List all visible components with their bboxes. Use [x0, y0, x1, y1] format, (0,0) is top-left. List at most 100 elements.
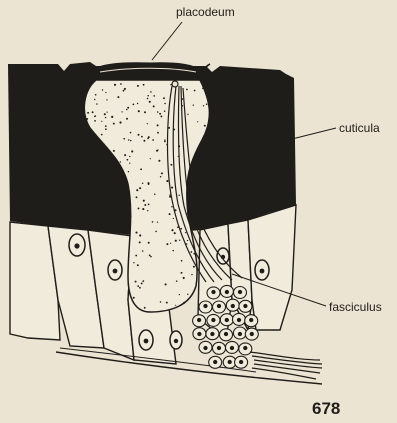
stipple-dot — [157, 149, 158, 150]
stipple-dot — [105, 128, 107, 130]
stipple-dot — [187, 240, 188, 241]
stipple-dot — [153, 95, 155, 97]
stipple-dot — [135, 232, 137, 234]
stipple-dot — [130, 216, 132, 218]
sense-cell-nucleus — [240, 360, 243, 363]
stipple-dot — [126, 109, 128, 111]
sense-cell-nucleus — [225, 290, 228, 293]
stipple-dot — [158, 160, 160, 162]
stipple-dot — [157, 124, 159, 126]
stipple-dot — [183, 277, 185, 279]
stipple-dot — [176, 280, 178, 282]
stipple-dot — [166, 243, 168, 245]
stipple-dot — [141, 136, 143, 138]
sense-cell-nucleus — [211, 332, 214, 335]
stipple-dot — [136, 196, 138, 198]
stipple-dot — [160, 115, 162, 117]
stipple-dot — [152, 221, 154, 223]
stipple-dot — [171, 187, 173, 189]
stipple-dot — [164, 141, 166, 143]
stipple-dot — [193, 253, 195, 255]
stipple-dot — [154, 193, 155, 194]
stipple-dot — [138, 134, 140, 136]
stipple-dot — [139, 187, 141, 189]
stipple-dot — [187, 114, 188, 115]
stipple-dot — [137, 285, 139, 287]
stipple-dot — [181, 272, 183, 274]
stipple-dot — [203, 105, 204, 106]
stipple-dot — [202, 88, 204, 90]
stipple-dot — [123, 138, 125, 140]
stipple-dot — [133, 297, 135, 299]
stipple-dot — [170, 164, 172, 166]
stipple-dot — [157, 111, 159, 113]
stipple-dot — [147, 138, 149, 140]
stipple-dot — [105, 117, 106, 118]
sense-cell-nucleus — [225, 318, 228, 321]
stipple-dot — [96, 103, 98, 105]
stipple-dot — [138, 110, 140, 112]
label-placodeum: placodeum — [176, 5, 235, 19]
stipple-dot — [160, 301, 161, 302]
sense-cell-nucleus — [204, 346, 207, 349]
stipple-dot — [149, 255, 151, 257]
stipple-dot — [148, 242, 150, 244]
sense-cell-nucleus — [238, 290, 241, 293]
stipple-dot — [191, 251, 193, 253]
stipple-dot — [166, 180, 168, 182]
stipple-dot — [128, 139, 129, 140]
stipple-dot — [129, 162, 130, 163]
stipple-dot — [144, 307, 146, 309]
stipple-dot — [171, 229, 173, 231]
dendrite-tip — [172, 81, 178, 87]
stipple-dot — [150, 91, 152, 93]
stipple-dot — [185, 232, 186, 233]
stipple-dot — [114, 84, 116, 86]
sense-cell-nucleus — [244, 346, 247, 349]
stipple-dot — [169, 194, 170, 195]
stipple-dot — [86, 118, 88, 120]
stipple-dot — [120, 83, 122, 85]
sense-cell-nucleus — [238, 332, 241, 335]
stipple-dot — [92, 111, 94, 113]
stipple-dot — [144, 204, 146, 206]
stipple-dot — [193, 266, 195, 268]
stipple-dot — [187, 294, 188, 295]
stipple-dot — [102, 89, 103, 90]
label-fasciculus: fasciculus — [329, 300, 382, 314]
stipple-dot — [87, 112, 89, 114]
stipple-dot — [174, 232, 176, 234]
stipple-dot — [141, 282, 143, 284]
stipple-dot — [147, 123, 148, 124]
stipple-dot — [111, 116, 113, 118]
stipple-dot — [164, 110, 166, 112]
stipple-dot — [164, 139, 165, 140]
sense-cell-nucleus — [212, 318, 215, 321]
stipple-dot — [206, 103, 208, 105]
stipple-dot — [106, 111, 107, 112]
stipple-dot — [161, 172, 163, 174]
stipple-dot — [94, 120, 96, 122]
stipple-dot — [143, 140, 145, 142]
stipple-dot — [152, 139, 154, 141]
stipple-dot — [141, 169, 142, 170]
stipple-dot — [121, 111, 122, 112]
stipple-dot — [106, 99, 107, 100]
stipple-dot — [143, 200, 145, 202]
stipple-dot — [142, 250, 144, 252]
stipple-dot — [131, 150, 133, 152]
stipple-dot — [150, 158, 151, 159]
stipple-dot — [143, 84, 145, 86]
stipple-dot — [159, 113, 161, 115]
stipple-dot — [137, 85, 139, 87]
stipple-dot — [186, 89, 188, 91]
stipple-dot — [163, 97, 165, 99]
sense-cell-nucleus — [224, 332, 227, 335]
stipple-dot — [178, 194, 179, 195]
stipple-dot — [137, 103, 138, 104]
stipple-dot — [135, 255, 137, 257]
stipple-dot — [94, 99, 95, 100]
stipple-dot — [104, 113, 106, 115]
stipple-dot — [133, 262, 134, 263]
stipple-dot — [136, 189, 138, 191]
